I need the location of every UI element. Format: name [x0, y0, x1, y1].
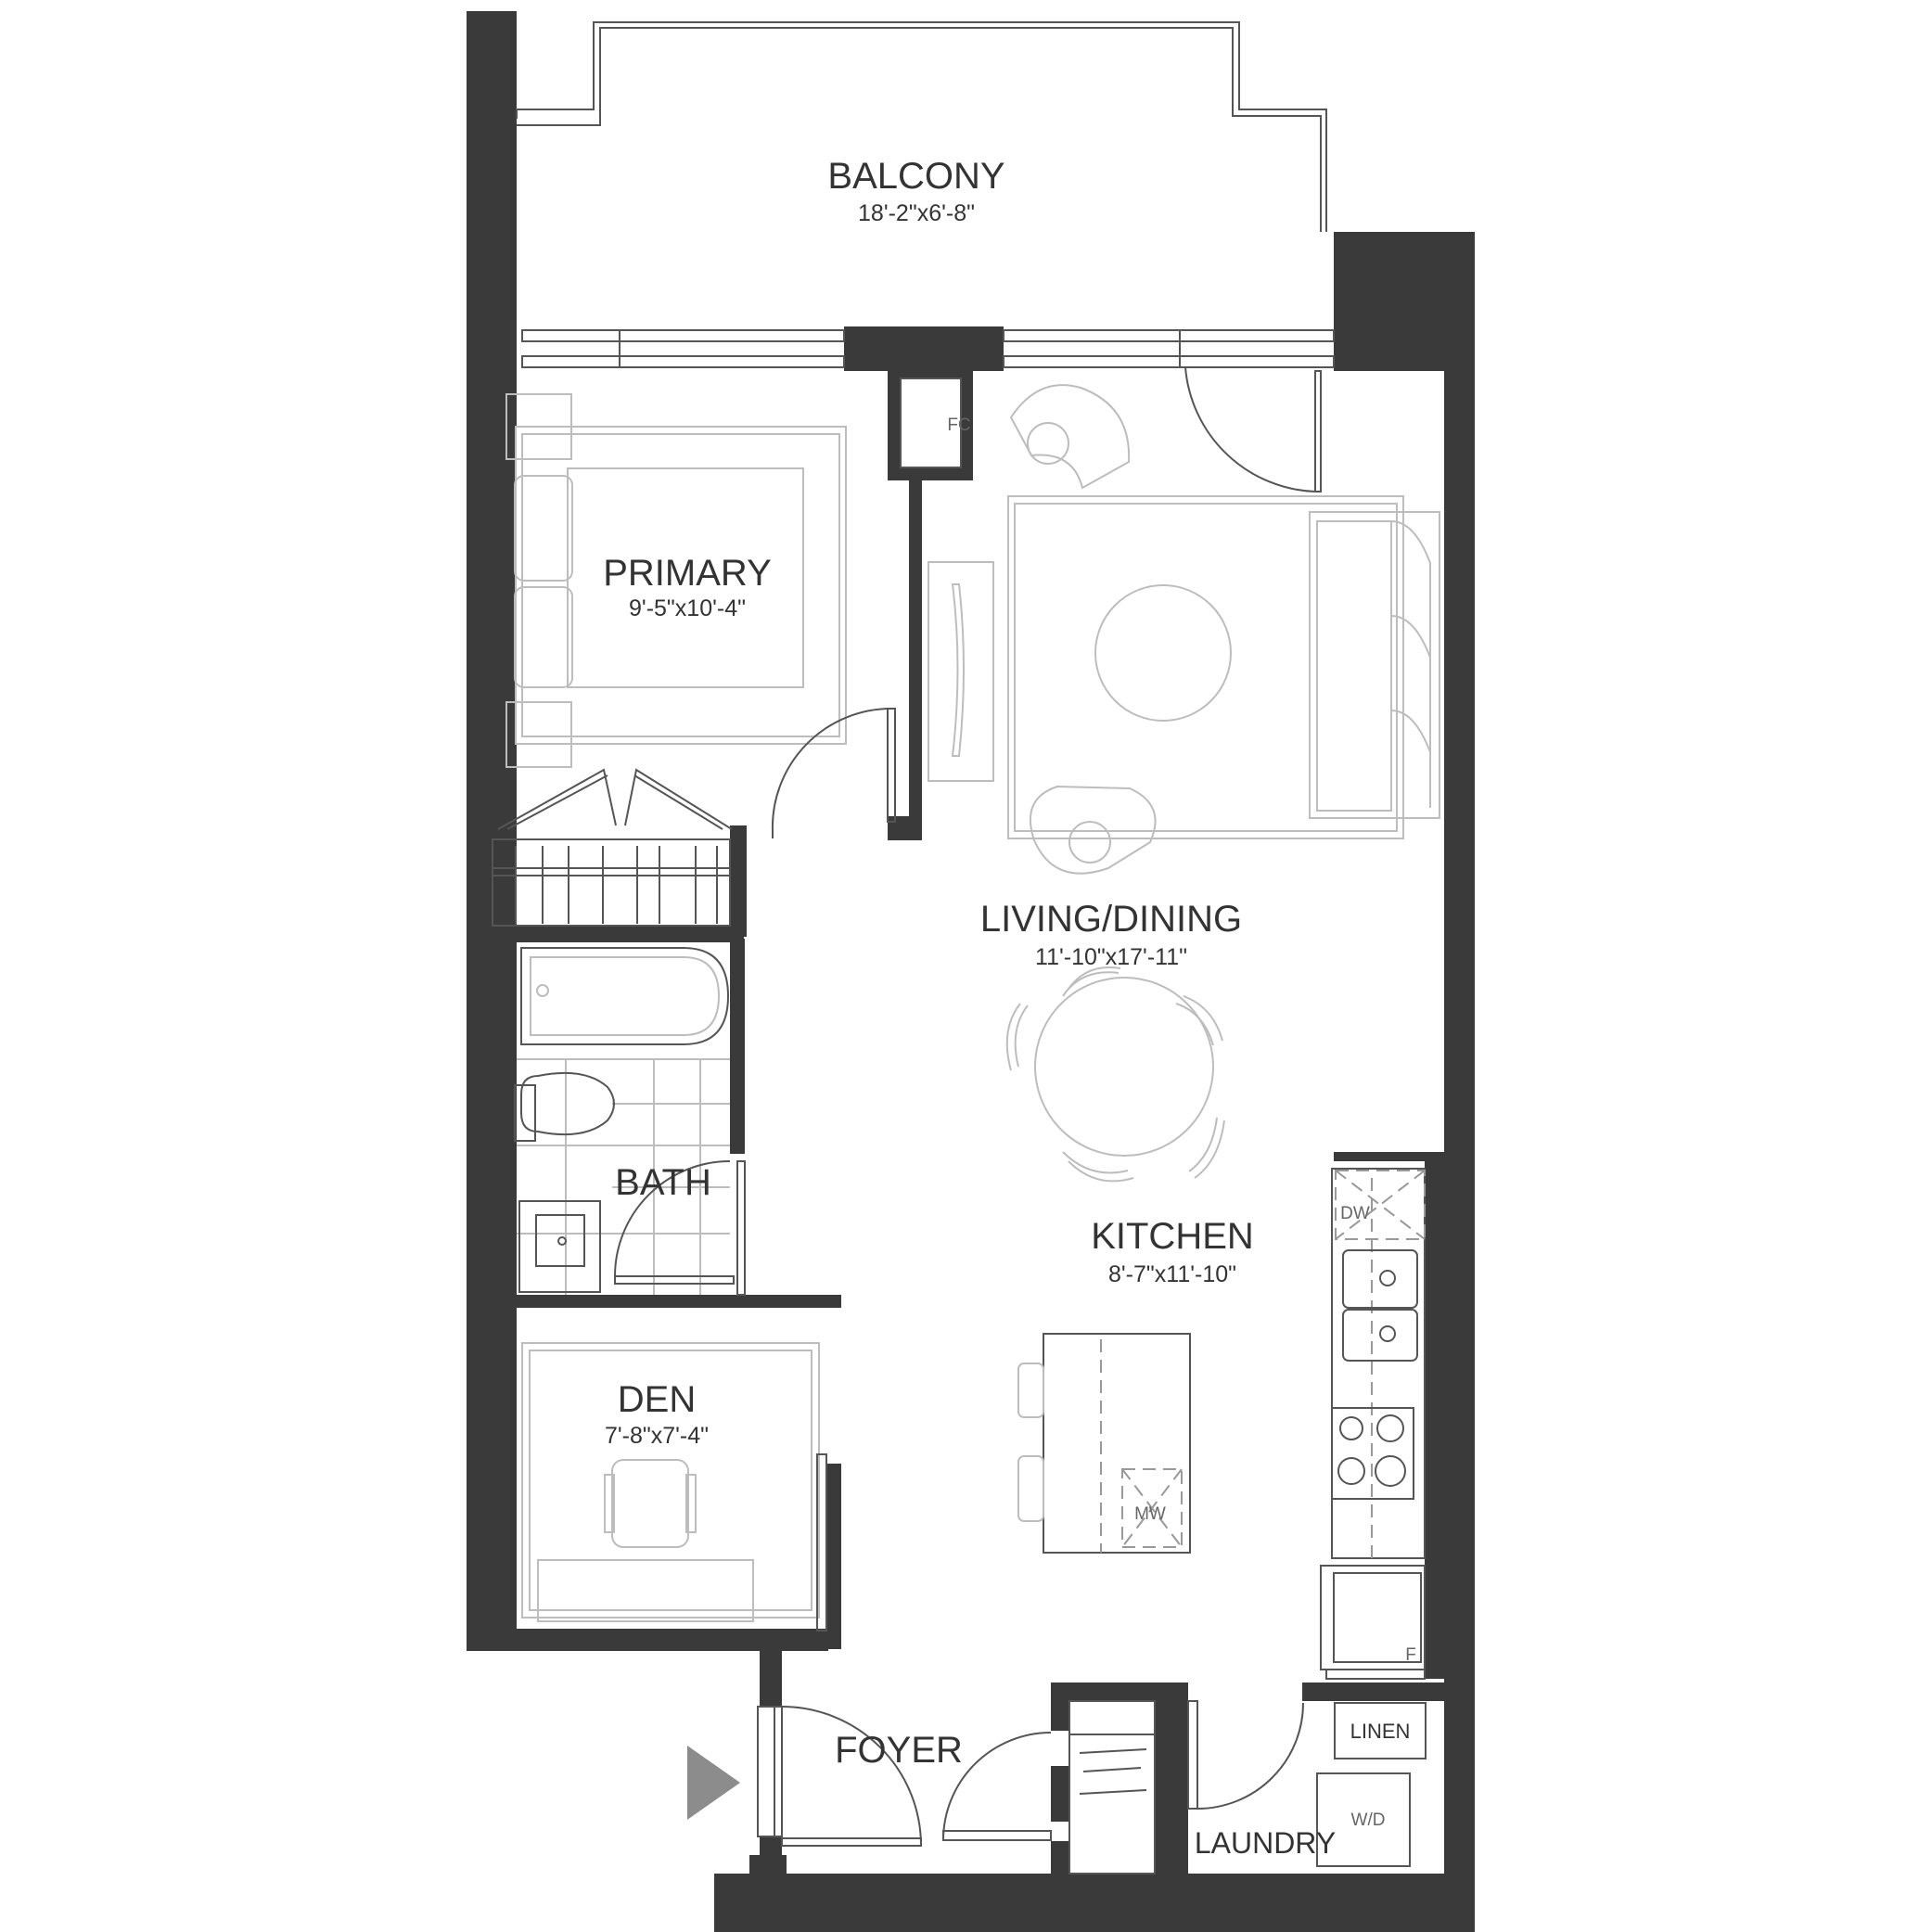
bath-label: BATH — [615, 1162, 711, 1203]
fridge-label: F — [1405, 1645, 1416, 1665]
living-furniture — [1005, 384, 1440, 1183]
room-labels: BALCONY 18'-2"x6'-8" PRIMARY 9'-5"x10'-4… — [603, 156, 1336, 1860]
linen-label: LINEN — [1350, 1720, 1411, 1743]
primary-label: PRIMARY — [603, 553, 772, 594]
wd-label: W/D — [1351, 1810, 1386, 1830]
primary-dims: 9'-5"x10'-4" — [629, 595, 746, 621]
laundry-label: LAUNDRY — [1195, 1826, 1336, 1860]
kitchen-label: KITCHEN — [1091, 1216, 1254, 1257]
entry-arrow-icon — [687, 1746, 740, 1820]
balcony-label: BALCONY — [827, 156, 1004, 197]
bath-fixtures — [514, 947, 746, 1296]
balcony-dims: 18'-2"x6'-8" — [858, 200, 975, 226]
walls — [467, 11, 1475, 1932]
den-label: DEN — [618, 1379, 696, 1420]
fc-label: FC — [947, 416, 970, 435]
kitchen-dims: 8'-7"x11'-10" — [1108, 1261, 1236, 1287]
den-furniture — [521, 1342, 827, 1631]
living-dining-dims: 11'-10"x17'-11" — [1035, 944, 1187, 970]
balcony-windows — [521, 329, 1335, 493]
primary-furniture — [492, 393, 994, 927]
dw-label: DW — [1340, 1204, 1370, 1223]
balcony-railing — [516, 21, 1327, 232]
appliance-labels: FC DW MW F LINEN W/D — [947, 416, 1415, 1830]
foyer-fixtures — [757, 1700, 1427, 1874]
kitchen-fixtures — [1017, 1168, 1426, 1680]
mw-label: MW — [1134, 1504, 1166, 1524]
foyer-label: FOYER — [835, 1730, 963, 1771]
living-dining-label: LIVING/DINING — [980, 899, 1242, 940]
den-dims: 7'-8"x7'-4" — [605, 1423, 709, 1449]
